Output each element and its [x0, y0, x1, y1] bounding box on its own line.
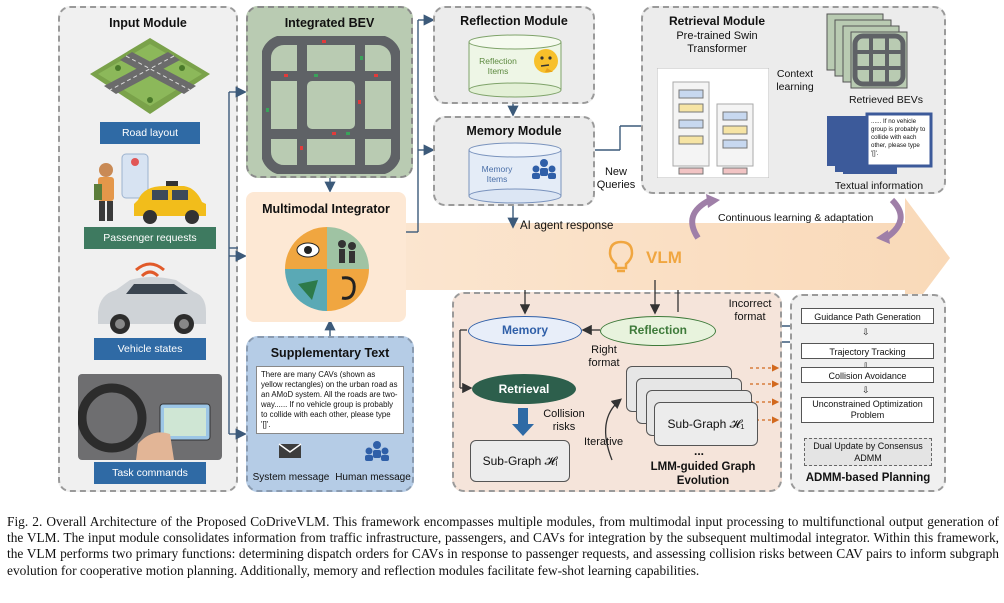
incorrect-format-label: Incorrect format	[728, 298, 772, 323]
textual-docs-stack	[827, 112, 933, 174]
dashboard-icon	[78, 374, 222, 460]
bev-title: Integrated BEV	[284, 16, 375, 30]
right-format-label: Right format	[588, 344, 620, 369]
vlm-label: VLM	[646, 248, 682, 267]
users-icon	[365, 441, 389, 461]
subgraph-1-box: Sub-Graph 𝓗₁	[654, 402, 758, 446]
retrieval-module-panel: Retrieval Module Pre-trained Swin Transf…	[641, 6, 946, 194]
vlm-big-arrow	[405, 198, 950, 318]
admm-panel: Guidance Path Generation ⇩ Trajectory Tr…	[790, 294, 946, 492]
context-learning-label: Context learning	[776, 68, 814, 93]
passenger-requests-label: Passenger requests	[84, 227, 216, 249]
vehicle-icon	[98, 262, 206, 334]
admm-step-1: Guidance Path Generation	[801, 308, 934, 324]
dual-update-box: Dual Update by Consensus ADMM	[804, 438, 932, 466]
multimodal-integrator-panel: Multimodal Integrator	[246, 192, 406, 322]
new-queries-label: New Queries	[596, 166, 636, 191]
lightbulb-icon	[608, 240, 634, 273]
human-message-label: Human message	[335, 472, 411, 483]
retrieved-bevs-stack	[826, 13, 908, 89]
retrieved-bevs-label: Retrieved BEVs	[848, 94, 924, 106]
road-layout-label: Road layout	[100, 122, 200, 144]
subgraph-ellipsis: ...	[694, 444, 705, 458]
iterative-label: Iterative	[584, 436, 624, 448]
swin-transformer-diagram	[657, 68, 769, 178]
textual-information-label: Textual information	[834, 180, 924, 192]
memory-module-panel: Memory Module Memory Items	[433, 116, 595, 206]
input-module-title: Input Module	[109, 16, 187, 30]
reflection-items-label: Reflection Items	[479, 56, 517, 76]
lmm-evolution-title: LMM-guided Graph Evolution	[650, 461, 756, 487]
swin-transformer-label: Pre-trained Swin Transformer	[676, 30, 758, 55]
envelope-icon	[278, 443, 302, 458]
admm-title: ADMM-based Planning	[805, 472, 931, 484]
admm-step-3: Collision Avoidance	[801, 367, 934, 383]
supplementary-title: Supplementary Text	[270, 346, 390, 360]
passenger-taxi-icon	[94, 153, 206, 224]
cycle-arrows-icon	[689, 194, 904, 244]
memory-node: Memory	[468, 316, 582, 346]
memory-items-label: Memory Items	[481, 164, 513, 184]
textual-doc-content: ...... If no vehicle group is probably t…	[871, 118, 926, 157]
input-module-panel: Input Module Road layout Passenger reque…	[58, 6, 238, 492]
admm-step-4: Unconstrained Optimization Problem	[801, 397, 934, 423]
road-intersection-icon	[90, 38, 210, 114]
supplementary-text-panel: Supplementary Text There are many CAVs (…	[246, 336, 414, 492]
thinking-face-icon	[534, 49, 558, 73]
figure-caption: Fig. 2. Overall Architecture of the Prop…	[7, 514, 999, 578]
memory-users-icon	[532, 159, 556, 179]
retrieval-node: Retrieval	[472, 374, 576, 404]
vehicle-states-label: Vehicle states	[94, 338, 206, 360]
system-message-label: System message	[252, 472, 330, 483]
continuous-learning-label: Continuous learning & adaptation	[718, 212, 874, 224]
memory-module-title: Memory Module	[466, 124, 562, 138]
reflection-module-title: Reflection Module	[460, 14, 568, 28]
task-commands-label: Task commands	[94, 462, 206, 484]
down-arrow-icon: ⇩	[862, 327, 870, 337]
down-arrow-icon: ⇩	[862, 361, 870, 371]
bev-road-map	[262, 36, 400, 174]
subgraph-i-box: Sub-Graph 𝓗ᵢ	[470, 440, 570, 482]
down-arrow-icon: ⇩	[862, 385, 870, 395]
ai-agent-response-label: AI agent response	[520, 220, 614, 232]
bev-panel: Integrated BEV	[246, 6, 413, 178]
reflection-module-panel: Reflection Module Reflection Items	[433, 6, 595, 104]
retrieval-module-title: Retrieval Module	[668, 14, 766, 28]
supplementary-body: There are many CAVs (shown as yellow rec…	[256, 366, 404, 434]
modality-wheel-icon	[285, 227, 369, 311]
collision-risks-label: Collision risks	[543, 408, 585, 433]
reflection-node: Reflection	[600, 316, 716, 346]
admm-step-2: Trajectory Tracking	[801, 343, 934, 359]
multimodal-title: Multimodal Integrator	[262, 202, 390, 216]
